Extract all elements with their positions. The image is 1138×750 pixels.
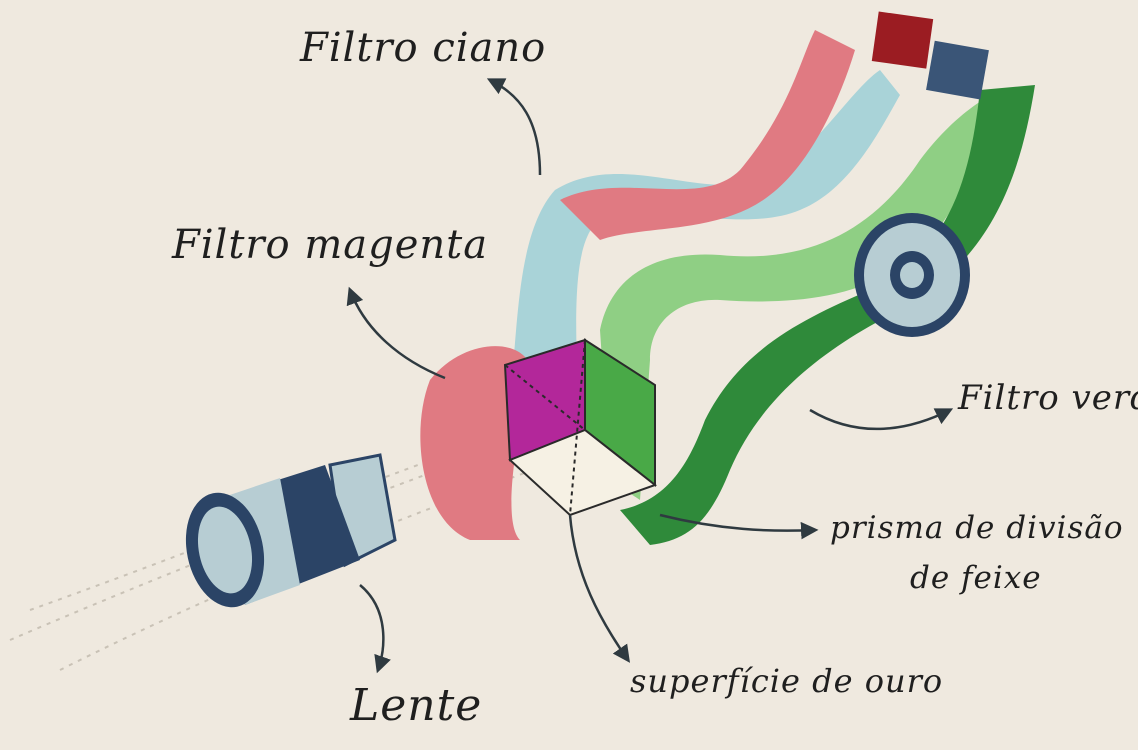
red-square [872, 11, 933, 68]
navy-square [926, 41, 989, 100]
sensor-wheel [854, 213, 970, 337]
arrow-gold-surface [570, 515, 628, 660]
red-band-upper [560, 30, 855, 240]
label-green-filter: Filtro verde [958, 378, 1138, 418]
label-gold-surface: superfície de ouro [630, 662, 943, 700]
arrow-lens [360, 585, 383, 670]
label-prism-line1: prisma de divisão [830, 510, 1124, 546]
label-prism-line2: de feixe [910, 560, 1042, 596]
arrow-cyan-filter [490, 80, 540, 175]
label-arrows [350, 80, 950, 670]
arrow-magenta-filter [350, 290, 445, 378]
label-magenta-filter: Filtro magenta [172, 222, 488, 268]
label-cyan-filter: Filtro ciano [300, 25, 546, 71]
label-lens: Lente [350, 680, 482, 731]
lens [176, 455, 395, 615]
arrow-green-filter [810, 410, 950, 429]
